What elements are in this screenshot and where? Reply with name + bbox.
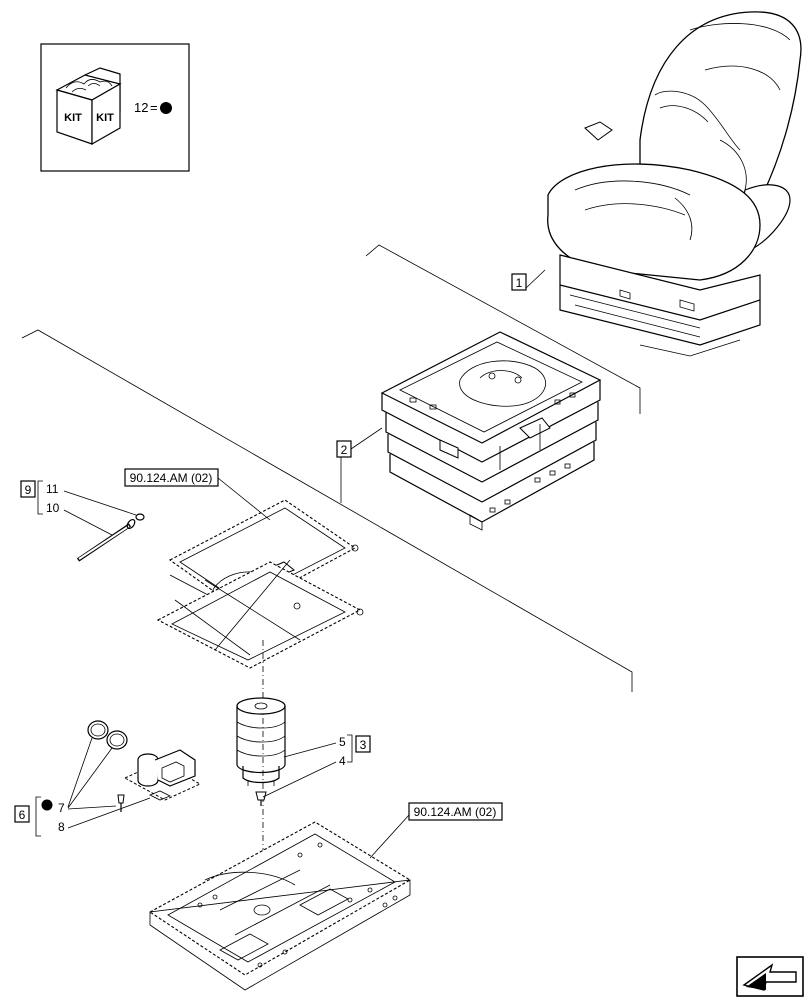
kit-dot-icon-item-7 — [41, 799, 53, 811]
complete-seat-illustration — [547, 11, 802, 357]
kit-badge-left: KIT — [64, 112, 82, 124]
callout-9-box — [20, 480, 36, 498]
callout-11: 11 — [46, 482, 59, 496]
kit-legend-equals: = — [150, 100, 158, 115]
callout-6: 6 — [19, 808, 26, 822]
callout-1-leader — [525, 269, 546, 289]
kit-dot-icon — [160, 102, 172, 114]
callout-1: 1 — [516, 276, 523, 290]
callout-11-leader — [63, 490, 137, 516]
scissor-frame-illustration — [156, 499, 364, 669]
callout-6-box — [14, 805, 30, 823]
callout-4: 4 — [339, 754, 346, 768]
base-plate-illustration — [148, 821, 412, 991]
kit-box-icon — [55, 67, 122, 146]
callout-8: 8 — [58, 820, 65, 834]
callout-10: 10 — [46, 501, 60, 515]
switch-illustration — [87, 720, 202, 812]
group-bracket-1 — [365, 244, 641, 414]
callout-7-leader-c — [67, 805, 117, 810]
callout-5: 5 — [339, 735, 346, 749]
callout-4-leader — [262, 761, 337, 798]
callout-7: 7 — [58, 801, 65, 815]
callout-10-leader — [63, 509, 113, 536]
callout-7-leader-b — [67, 747, 113, 809]
callout-7-leader-a — [67, 737, 93, 808]
bracket-3 — [347, 734, 353, 763]
callout-2: 2 — [341, 443, 348, 457]
callout-1-box — [511, 273, 527, 291]
callout-5-leader — [283, 742, 337, 758]
callout-3-box — [355, 735, 371, 753]
reference-lower-box — [408, 802, 503, 821]
reference-lower-link[interactable]: 90.124.AM (02) — [414, 805, 497, 819]
reference-upper-box — [124, 468, 219, 487]
suspension-unit-illustration — [380, 331, 602, 531]
kit-legend: KIT KIT 12 = — [40, 43, 190, 172]
next-page-arrow-icon[interactable] — [736, 956, 804, 997]
kit-legend-number: 12 — [134, 100, 148, 115]
kit-legend-frame — [40, 43, 190, 172]
damper-illustration — [236, 697, 286, 806]
callout-8-leader — [67, 797, 151, 829]
reference-upper-leader — [217, 477, 271, 521]
callout-3: 3 — [360, 738, 367, 752]
group-bracket-2 — [21, 329, 633, 692]
bracket-6 — [35, 796, 41, 837]
kit-badge-right: KIT — [96, 112, 114, 124]
callout-2-leader — [350, 427, 383, 450]
pin-illustration — [76, 513, 145, 562]
bracket-9 — [37, 480, 43, 515]
reference-lower-leader — [369, 814, 410, 859]
reference-upper-link[interactable]: 90.124.AM (02) — [130, 471, 213, 485]
callout-9: 9 — [25, 483, 32, 497]
